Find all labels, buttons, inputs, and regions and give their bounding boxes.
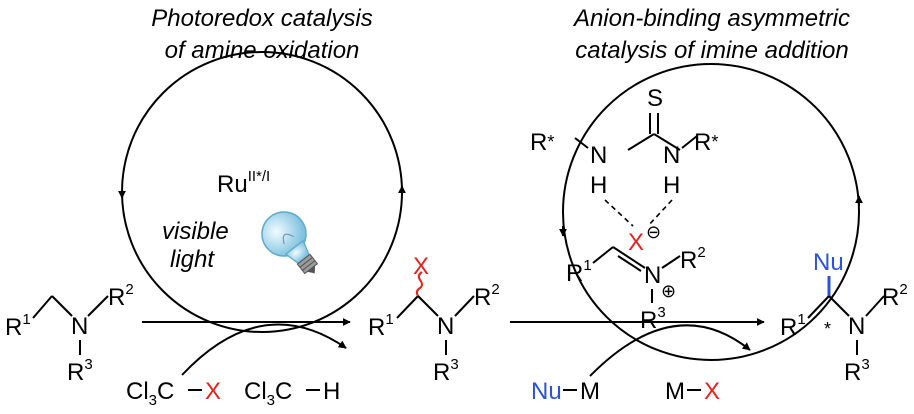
svg-text:R2: R2 [680, 244, 706, 274]
svg-text:N: N [590, 142, 607, 169]
metal-salt-byproduct: M X [665, 378, 720, 405]
svg-text:N: N [663, 142, 680, 169]
right-title-line1: Anion-binding asymmetric [572, 5, 850, 32]
svg-text:R3: R3 [640, 304, 666, 334]
ruthenium-catalyst-label: RuII*/I [217, 168, 270, 198]
svg-text:H: H [663, 172, 680, 199]
svg-text:X: X [205, 378, 221, 405]
svg-text:R3: R3 [844, 356, 870, 386]
byproduct-chloroform: Cl3C H [244, 378, 340, 409]
svg-text:R*: R* [530, 129, 554, 156]
thiourea-catalyst: S N N R* R* H H [530, 85, 718, 199]
side-reagent-arrow-1 [181, 323, 347, 376]
svg-text:Cl3C: Cl3C [244, 378, 292, 409]
svg-text:N: N [437, 313, 454, 340]
hydrogen-bond-left [604, 199, 634, 227]
svg-text:H: H [590, 172, 607, 199]
svg-text:N: N [644, 262, 661, 289]
svg-text:X: X [704, 378, 720, 405]
svg-text:R2: R2 [474, 281, 500, 311]
svg-text:Nu: Nu [531, 378, 562, 405]
side-reagent-arrow-2 [589, 324, 751, 377]
anion-x: X [628, 229, 644, 256]
svg-text:S: S [647, 85, 663, 112]
svg-text:M: M [665, 378, 685, 405]
svg-text:R2: R2 [882, 281, 908, 311]
light-bulb-icon [261, 211, 319, 275]
photoredox-cycle-circle [121, 51, 403, 333]
svg-text:R3: R3 [67, 356, 93, 386]
hydrogen-bond-right [647, 199, 673, 227]
svg-text:N: N [71, 313, 88, 340]
iminium-ion: R1 N R2 ⊕ R3 [566, 244, 706, 334]
visible-light-label-line1: visible [162, 218, 229, 245]
nucleophile-reagent: Nu M [531, 378, 600, 405]
svg-text:R3: R3 [433, 356, 459, 386]
reagent-trichloromethyl-x: Cl3C X [126, 378, 221, 409]
visible-light-label-line2: light [170, 246, 215, 273]
svg-text:Nu: Nu [813, 249, 844, 276]
right-title-line2: catalysis of imine addition [575, 37, 848, 64]
svg-text:M: M [580, 378, 600, 405]
svg-text:R1: R1 [780, 311, 806, 341]
svg-text:Cl3C: Cl3C [126, 378, 174, 409]
product-alpha-nu-amine: R1 Nu * N R2 R3 [780, 249, 908, 386]
svg-text:*: * [824, 319, 831, 339]
svg-text:H: H [323, 378, 340, 405]
left-title-line2: of amine oxidation [165, 37, 360, 64]
svg-text:R*: R* [694, 129, 718, 156]
svg-text:R1: R1 [368, 311, 394, 341]
starting-amine: R1 N R2 R3 [5, 281, 134, 386]
svg-text:N: N [848, 313, 865, 340]
svg-text:R2: R2 [108, 281, 134, 311]
anion-charge: ⊖ [646, 222, 661, 242]
intermediate-alpha-x-amine: R1 X N R2 R3 [368, 253, 500, 386]
svg-text:R1: R1 [5, 311, 31, 341]
anion-binding-cycle-circle [562, 63, 860, 361]
svg-text:⊕: ⊕ [661, 281, 676, 301]
left-title-line1: Photoredox catalysis [151, 5, 372, 32]
svg-text:X: X [413, 253, 429, 280]
svg-text:R1: R1 [566, 257, 592, 287]
